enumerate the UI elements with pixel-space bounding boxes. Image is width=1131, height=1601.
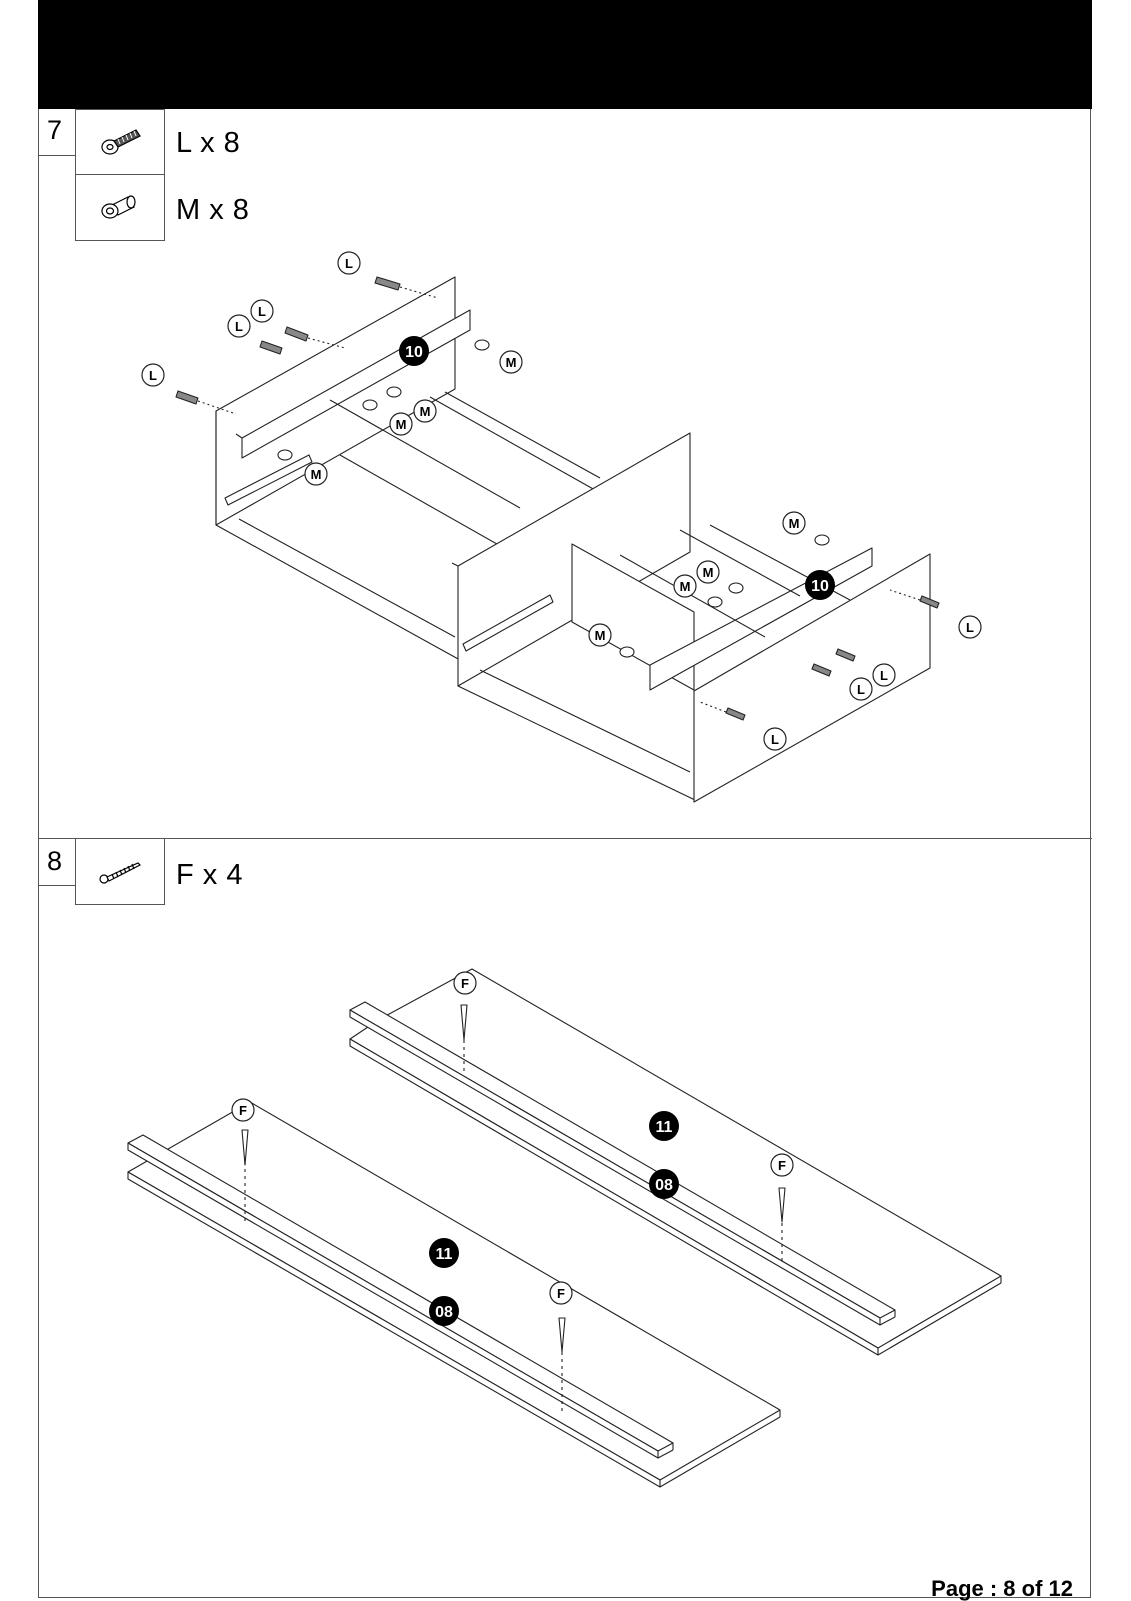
callout-bolt: L <box>345 256 353 271</box>
callout-bolt: L <box>235 319 243 334</box>
step-8-assembly-right <box>349 968 1002 1356</box>
screw-icon <box>99 862 142 884</box>
page-number: Page : 8 of 12 <box>931 1576 1073 1601</box>
page-frame <box>38 109 1091 1598</box>
callout-screw: F <box>239 1103 247 1118</box>
callouts-white <box>141 251 982 1305</box>
part-box-screw <box>75 838 165 905</box>
callout-nut: M <box>420 404 431 419</box>
callout-nut: M <box>506 355 517 370</box>
part-box-barrel-nut <box>75 174 165 241</box>
callout-screw: F <box>557 1286 565 1301</box>
callout-nut: M <box>311 467 322 482</box>
callout-panel-08: 08 <box>435 1304 453 1321</box>
header-bar <box>38 0 1092 109</box>
step-divider <box>38 838 1092 839</box>
callout-nut: M <box>789 516 800 531</box>
callouts-black <box>399 336 835 1326</box>
step-8-number: 8 <box>47 846 63 876</box>
callout-bolt: L <box>149 368 157 383</box>
callout-bolt: L <box>857 682 865 697</box>
step-7-assembly <box>175 276 940 803</box>
callout-panel-11: 11 <box>656 1119 673 1136</box>
callout-nut: M <box>595 628 606 643</box>
callout-nut: M <box>680 579 691 594</box>
step-8-assembly-left <box>127 1101 781 1488</box>
callout-panel-11: 11 <box>436 1246 453 1263</box>
step-7-number: 7 <box>47 115 63 145</box>
callout-bolt: L <box>258 304 266 319</box>
callout-bolt: L <box>880 668 888 683</box>
callout-screw: F <box>778 1158 786 1173</box>
callout-panel-10: 10 <box>405 344 423 361</box>
part-box-bolt <box>75 109 165 175</box>
callout-panel-08: 08 <box>655 1177 673 1194</box>
part-label-bolt: L x 8 <box>176 127 241 159</box>
bolt-icon <box>101 129 141 155</box>
callout-screw: F <box>461 976 469 991</box>
callout-bolt: L <box>771 732 779 747</box>
callout-panel-10: 10 <box>811 578 829 595</box>
callout-nut: M <box>396 417 407 432</box>
part-label-screw: F x 4 <box>176 859 243 891</box>
callout-nut: M <box>703 565 714 580</box>
part-label-barrel-nut: M x 8 <box>176 194 250 226</box>
callout-bolt: L <box>966 620 974 635</box>
barrel-nut-icon <box>101 195 136 219</box>
